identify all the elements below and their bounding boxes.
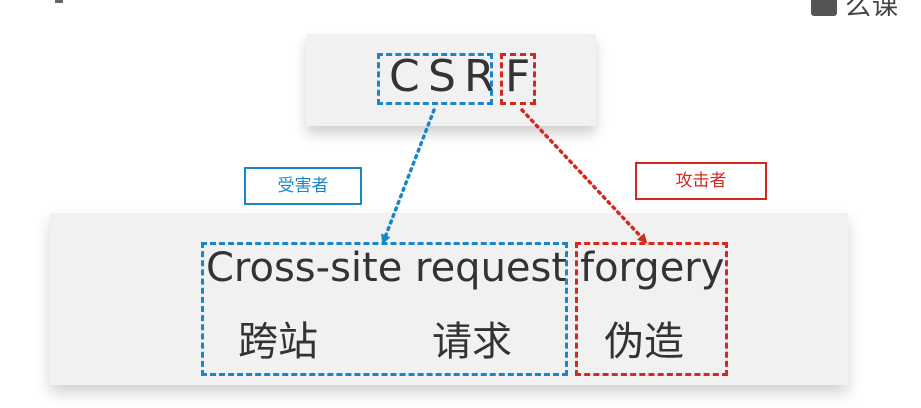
phrase-request: request: [415, 245, 568, 291]
acronym-card: [306, 34, 596, 126]
logo-icon: [811, 0, 837, 16]
watermark-text: 么课堂: [845, 0, 900, 16]
watermark-logo: 么课堂: [811, 0, 921, 16]
top-edge-mark: [55, 0, 63, 3]
translation-forgery: 伪造: [604, 319, 684, 365]
translation-request: 请求: [432, 319, 512, 365]
acronym-letter-r: R: [464, 51, 495, 102]
victim-label: 受害者: [244, 167, 362, 205]
acronym-letter-f: F: [505, 51, 531, 102]
translation-cross-site: 跨站: [238, 319, 318, 365]
phrase-forgery: forgery: [580, 245, 725, 291]
acronym-letter-s: S: [428, 51, 456, 102]
victim-highlight-acronym: [377, 53, 493, 105]
attacker-label: 攻击者: [635, 162, 767, 200]
phrase-card: [50, 213, 848, 385]
attacker-highlight-acronym: [500, 53, 536, 105]
victim-arrow: [381, 108, 436, 245]
phrase-cross-site: Cross-site: [206, 245, 403, 291]
attacker-highlight-phrase: [575, 242, 728, 376]
acronym-letter-c: C: [389, 51, 420, 102]
attacker-arrow: [520, 108, 648, 244]
